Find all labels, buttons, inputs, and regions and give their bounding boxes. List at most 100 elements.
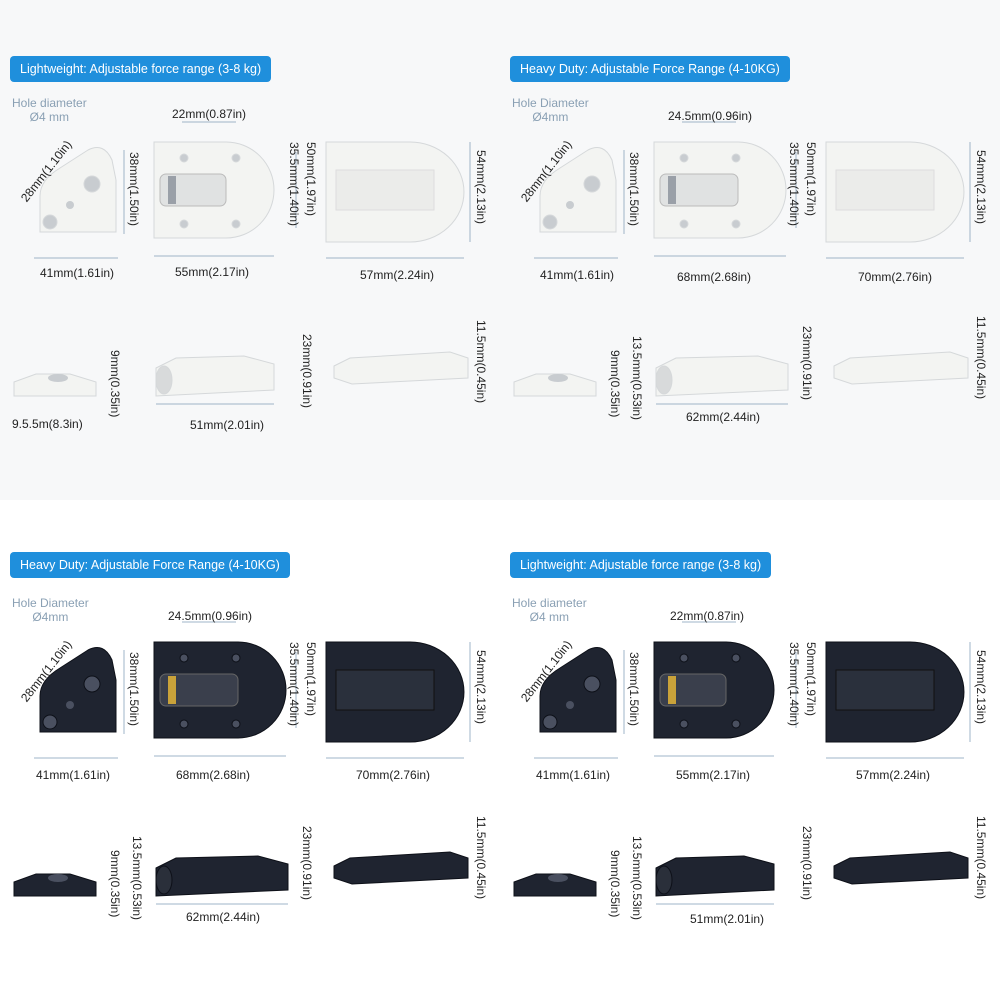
side-view-end — [155, 365, 173, 395]
hinge-collar — [168, 676, 176, 704]
dim-38mm: 38mm(1.50in) — [627, 152, 641, 227]
range-badge: Lightweight: Adjustable force range (3-8… — [510, 552, 772, 578]
side-view-end — [155, 865, 173, 895]
dim-38mm: 38mm(1.50in) — [627, 652, 641, 727]
bracket-hole — [42, 214, 58, 230]
bracket-hole — [566, 201, 574, 209]
bracket-hole — [42, 714, 58, 730]
dim-50mm: 50mm(1.97in) — [304, 642, 318, 717]
hinge-collar — [168, 176, 176, 204]
hinge-screw-hole — [679, 219, 689, 229]
base-hole — [48, 874, 68, 882]
dim-11-5mm: 11.5mm(0.45in) — [974, 316, 988, 400]
dim-top-width: 22mm(0.87in) — [172, 107, 247, 121]
hole-diameter-label: Hole Diameter — [512, 96, 589, 110]
dim-cover-width: 70mm(2.76in) — [356, 768, 431, 782]
bracket-part — [539, 147, 617, 233]
cover-ridge — [835, 169, 935, 211]
dim-23mm: 23mm(0.91in) — [800, 326, 814, 401]
hinge-screw-hole — [179, 153, 189, 163]
product-drawing — [13, 121, 471, 405]
hole-diameter-value: Ø4 mm — [529, 610, 570, 624]
dim-41mm: 41mm(1.61in) — [36, 768, 111, 782]
range-badge: Heavy Duty: Adjustable Force Range (4-10… — [510, 56, 790, 82]
dim-side-width: 51mm(2.01in) — [690, 912, 765, 926]
hinge-screw-hole — [731, 219, 741, 229]
hinge-screw-hole — [679, 653, 689, 663]
hinge-screw-hole — [231, 653, 241, 663]
hinge-collar — [668, 176, 676, 204]
cover-ridge — [335, 169, 435, 211]
dim-23mm: 23mm(0.91in) — [800, 826, 814, 901]
panel-heavy-white: Heavy Duty: Adjustable Force Range (4-10… — [500, 0, 1000, 500]
dim-13-5mm: 13.5mm(0.53in) — [630, 336, 644, 421]
hinge-cylinder — [159, 173, 227, 207]
side-view-part — [155, 855, 289, 897]
base-hole — [548, 874, 568, 882]
bracket-part — [539, 647, 617, 733]
dim-38mm: 38mm(1.50in) — [127, 652, 141, 727]
dim-side-width: 62mm(2.44in) — [186, 910, 261, 924]
hinge-screw-hole — [679, 719, 689, 729]
bracket-hole — [66, 201, 74, 209]
dim-cover-width: 57mm(2.24in) — [856, 768, 931, 782]
dim-body-width: 68mm(2.68in) — [677, 270, 752, 284]
dim-top-width: 24.5mm(0.96in) — [168, 609, 253, 623]
dim-9mm: 9mm(0.35in) — [608, 350, 622, 418]
range-badge: Lightweight: Adjustable force range (3-8… — [10, 56, 272, 82]
cover-side-part — [333, 851, 469, 885]
product-drawing — [513, 121, 971, 405]
dim-cover-width: 70mm(2.76in) — [858, 270, 933, 284]
dim-side-width: 62mm(2.44in) — [686, 410, 761, 424]
hole-diameter-label: Hole Diameter — [12, 596, 89, 610]
side-view-end — [655, 865, 673, 895]
base-block-part — [13, 873, 97, 897]
bracket-hole — [542, 214, 558, 230]
dim-54mm: 54mm(2.13in) — [974, 150, 988, 225]
side-view-part — [655, 855, 775, 897]
cover-ridge — [335, 669, 435, 711]
cover-side-part — [333, 351, 469, 385]
base-hole — [548, 374, 568, 382]
dim-50mm: 50mm(1.97in) — [304, 142, 318, 217]
hole-diameter-label: Hole diameter — [512, 596, 587, 610]
side-view-part — [155, 355, 275, 397]
hinge-screw-hole — [179, 719, 189, 729]
side-view-end — [655, 365, 673, 395]
dim-41mm: 41mm(1.61in) — [540, 268, 615, 282]
dim-50mm: 50mm(1.97in) — [804, 642, 818, 717]
dim-side-width: 51mm(2.01in) — [190, 418, 265, 432]
bracket-hole — [83, 675, 101, 693]
base-hole — [48, 374, 68, 382]
dim-35-5mm: 35.5mm(1.40in) — [787, 142, 801, 227]
dim-23mm: 23mm(0.91in) — [300, 334, 314, 409]
dim-11-5mm: 11.5mm(0.45in) — [474, 320, 488, 404]
base-block-part — [513, 373, 597, 397]
dim-9mm: 9mm(0.35in) — [108, 850, 122, 918]
hinge-cylinder — [659, 673, 727, 707]
bracket-hole — [583, 175, 601, 193]
hinge-screw-hole — [231, 719, 241, 729]
hinge-cylinder — [659, 173, 739, 207]
hole-diameter-note: Hole Diameter Ø4mm — [12, 596, 89, 624]
range-badge: Heavy Duty: Adjustable Force Range (4-10… — [10, 552, 290, 578]
product-drawing — [13, 621, 471, 905]
hinge-screw-hole — [231, 153, 241, 163]
dim-41mm: 41mm(1.61in) — [40, 266, 115, 280]
dim-11-5mm: 11.5mm(0.45in) — [974, 816, 988, 900]
dim-13-5mm: 13.5mm(0.53in) — [630, 836, 644, 921]
hole-diameter-note: Hole Diameter Ø4mm — [512, 96, 589, 124]
product-drawing — [513, 621, 971, 905]
dim-54mm: 54mm(2.13in) — [474, 650, 488, 725]
bracket-hole — [66, 701, 74, 709]
side-view-part — [655, 355, 789, 397]
hole-diameter-note: Hole diameter Ø4 mm — [12, 96, 87, 124]
bracket-hole — [583, 675, 601, 693]
dim-body-width: 68mm(2.68in) — [176, 768, 251, 782]
dim-9mm: 9mm(0.35in) — [108, 350, 122, 418]
panel-lightweight-white: Lightweight: Adjustable force range (3-8… — [0, 0, 500, 500]
dim-body-width: 55mm(2.17in) — [676, 768, 751, 782]
dim-50mm: 50mm(1.97in) — [804, 142, 818, 217]
base-block-part — [13, 373, 97, 397]
dim-38mm: 38mm(1.50in) — [127, 152, 141, 227]
